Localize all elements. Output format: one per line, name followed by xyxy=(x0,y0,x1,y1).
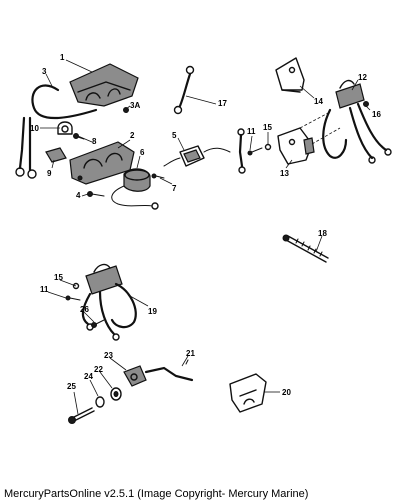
callout-15-lower: 15 xyxy=(54,273,63,282)
screw-25 xyxy=(68,407,95,424)
callout-5: 5 xyxy=(172,131,177,140)
callout-6: 6 xyxy=(140,148,145,157)
callout-16: 16 xyxy=(372,110,381,119)
ground-strap-17 xyxy=(173,65,195,115)
callout-13: 13 xyxy=(280,169,289,178)
washer-24 xyxy=(95,396,105,408)
bolt-18 xyxy=(282,234,329,263)
callout-3: 3 xyxy=(42,67,47,76)
callouts: 1 2 3 3A 4 5 6 7 8 9 10 11 11 12 13 14 1… xyxy=(30,53,381,397)
callout-18: 18 xyxy=(318,229,327,238)
clip-20 xyxy=(229,373,267,413)
mount-plate-13 xyxy=(277,111,341,165)
callout-12: 12 xyxy=(358,73,367,82)
copyright-caption: MercuryPartsOnline v2.5.1 (Image Copyrig… xyxy=(4,488,309,500)
callout-9: 9 xyxy=(47,169,52,178)
screw-4 xyxy=(87,191,105,197)
coil-6 xyxy=(111,168,159,210)
callout-25: 25 xyxy=(67,382,76,391)
clamp-8 xyxy=(57,121,73,135)
callout-2: 2 xyxy=(130,131,135,140)
connector-5 xyxy=(163,145,231,167)
screw-26 xyxy=(91,319,105,328)
screw-16 xyxy=(363,101,369,107)
callout-17: 17 xyxy=(218,99,227,108)
bracket-14 xyxy=(275,57,305,93)
callout-1: 1 xyxy=(60,53,65,62)
callout-15-upper: 15 xyxy=(263,123,272,132)
upper-cover-1 xyxy=(69,63,139,107)
callout-20: 20 xyxy=(282,388,291,397)
callout-8: 8 xyxy=(92,137,97,146)
leader-lines xyxy=(40,59,371,415)
callout-7: 7 xyxy=(172,184,177,193)
screw-11-upper xyxy=(247,147,263,156)
harness-wire-3 xyxy=(15,84,98,179)
screw-3A xyxy=(123,107,129,113)
screw-7 xyxy=(151,173,165,179)
callout-4: 4 xyxy=(76,191,81,200)
switch-12 xyxy=(322,79,392,164)
lead-wire-upper xyxy=(237,128,246,174)
lower-housing-2 xyxy=(69,141,135,185)
washer-15-lower xyxy=(72,282,80,290)
callout-21: 21 xyxy=(186,349,195,358)
callout-26: 26 xyxy=(80,305,89,314)
callout-24: 24 xyxy=(84,372,93,381)
callout-3A: 3A xyxy=(130,101,140,110)
plate-9 xyxy=(45,147,67,163)
callout-14: 14 xyxy=(314,97,323,106)
switch-assembly-19 xyxy=(81,263,137,341)
callout-22: 22 xyxy=(94,365,103,374)
spacer-22 xyxy=(110,387,122,401)
block-23 xyxy=(123,365,147,387)
callout-23: 23 xyxy=(104,351,113,360)
callout-10: 10 xyxy=(30,124,39,133)
callout-19: 19 xyxy=(148,307,157,316)
callout-11-upper: 11 xyxy=(247,127,256,136)
callout-11-lower: 11 xyxy=(40,285,49,294)
rod-21 xyxy=(144,359,194,382)
washer-15-upper xyxy=(264,143,272,151)
screw-11-lower xyxy=(65,295,81,301)
